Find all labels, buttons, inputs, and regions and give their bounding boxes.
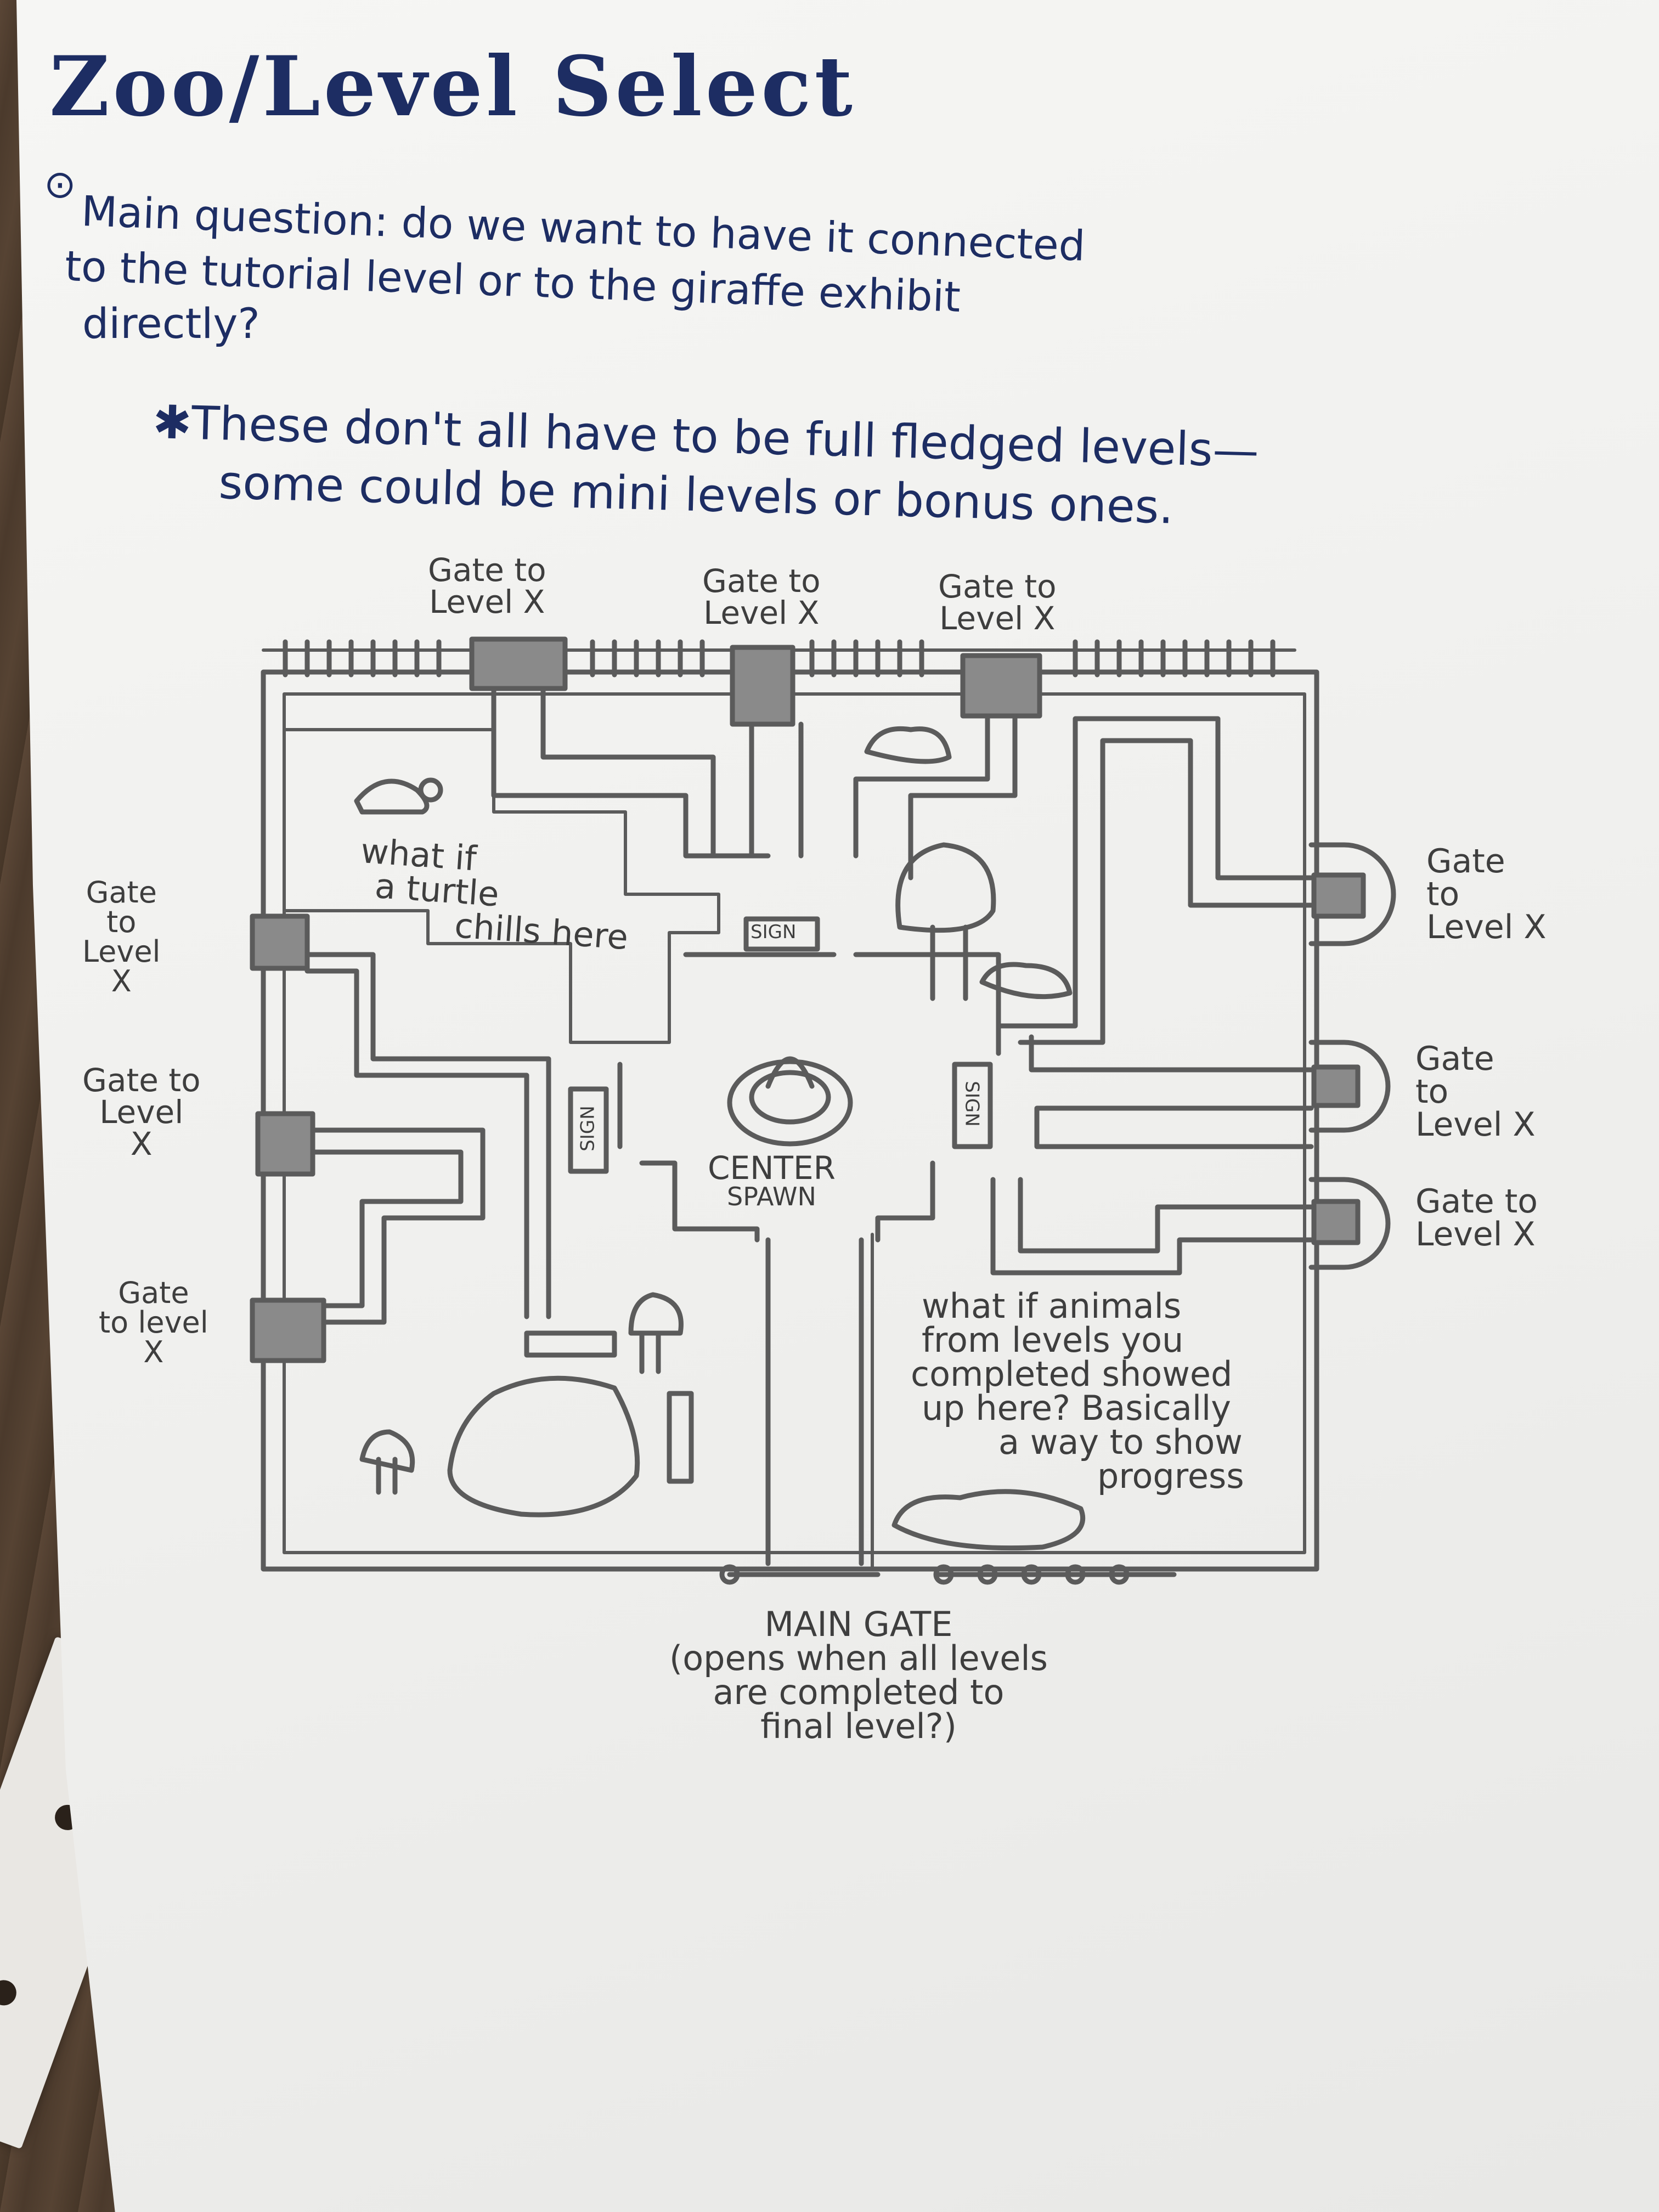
right-gate-2-line1: Gate [1415,1040,1494,1078]
right-gate-2-line3: Level X [1415,1105,1536,1144]
turtle-note: what if a turtle chills here [355,831,634,957]
animals-note-line-3: completed showed [911,1354,1233,1394]
bench-shape [524,1330,617,1358]
sign-label-left: SIGN [577,1105,599,1152]
tree-icon [628,1292,684,1374]
tree-icon [359,1429,415,1495]
left-gate-1-line3: Level [82,934,161,969]
top-gate-1-line2: Level X [429,583,545,620]
top-gate-2-line2: Level X [703,594,820,631]
sign-label-top: SIGN [751,921,797,943]
center-spawn-label: CENTER SPAWN [708,1152,836,1209]
sign-boxes [568,916,993,1174]
left-gate-shapes [250,913,326,1363]
main-gate-line-3: are completed to [713,1672,1005,1712]
main-gate-shape [719,1564,1177,1585]
left-gate-2-line2: Level [99,1093,184,1131]
left-gate-1-line1: Gate [86,875,157,910]
pond-shape [447,1375,640,1517]
animals-note-line-2: from levels you [922,1320,1184,1360]
left-gate-label-2: Gate to Level X [82,1064,201,1160]
left-gate-1-line4: X [111,964,132,998]
left-gate-label-1: Gate to Level X [82,878,161,996]
center-label-line-1: CENTER [708,1149,836,1187]
center-label-line-2: SPAWN [727,1182,816,1211]
left-gate-3-line2: to level [99,1305,208,1340]
main-gate-line-4: final level?) [760,1706,957,1746]
turtle-icon [354,777,443,815]
animals-note-line-5: a way to show [998,1422,1243,1462]
question-bullet: ⊙ [44,162,76,207]
animals-note-line-6: progress [1097,1456,1244,1496]
question-line-3: directly? [82,299,260,348]
bush-shape [864,726,952,764]
left-gate-2-line3: X [130,1125,153,1163]
animals-note: what if animals from levels you complete… [911,1289,1244,1493]
top-gate-3-line1: Gate to [938,568,1057,605]
animals-note-line-1: what if animals [922,1286,1182,1326]
animals-note-line-4: up here? Basically [922,1388,1231,1428]
main-gate-line-2: (opens when all levels [669,1638,1048,1678]
right-gate-1-line1: Gate [1426,842,1505,881]
top-gate-shapes [469,636,1042,727]
main-gate-line-1: MAIN GATE [764,1604,953,1644]
right-gate-arches [1308,842,1396,1270]
top-gate-1-line1: Gate to [428,551,546,589]
right-gate-3-line1: Gate to [1415,1182,1538,1221]
left-gate-3-line3: X [143,1335,164,1369]
top-gate-3-line2: Level X [939,600,1056,637]
main-gate-label: MAIN GATE (opens when all levels are com… [669,1607,1048,1743]
sign-label-right: SIGN [961,1081,983,1127]
top-gate-label-3: Gate to Level X [938,571,1057,634]
bench-shape [667,1391,694,1484]
bush-shape [891,1489,1086,1551]
right-gate-label-3: Gate to Level X [1415,1185,1538,1251]
right-gate-label-2: Gate to Level X [1415,1042,1536,1141]
left-gate-3-line1: Gate [118,1276,189,1310]
bush-shape [979,962,1073,1000]
right-gate-2-line2: to [1415,1073,1449,1111]
top-gate-label-2: Gate to Level X [702,565,821,629]
top-gate-2-line1: Gate to [702,562,821,600]
right-gate-1-line3: Level X [1426,908,1547,946]
left-gate-label-3: Gate to level X [99,1278,208,1367]
right-gate-1-line2: to [1426,875,1460,913]
page-title: Zoo/Level Select [49,38,856,135]
left-gate-1-line2: to [106,905,137,939]
tree-icon [895,842,996,1001]
right-gate-3-line2: Level X [1415,1215,1536,1254]
fountain-icon [727,1056,853,1147]
top-gate-label-1: Gate to Level X [428,554,546,618]
left-gate-2-line1: Gate to [82,1062,201,1099]
right-gate-label-1: Gate to Level X [1426,845,1547,944]
